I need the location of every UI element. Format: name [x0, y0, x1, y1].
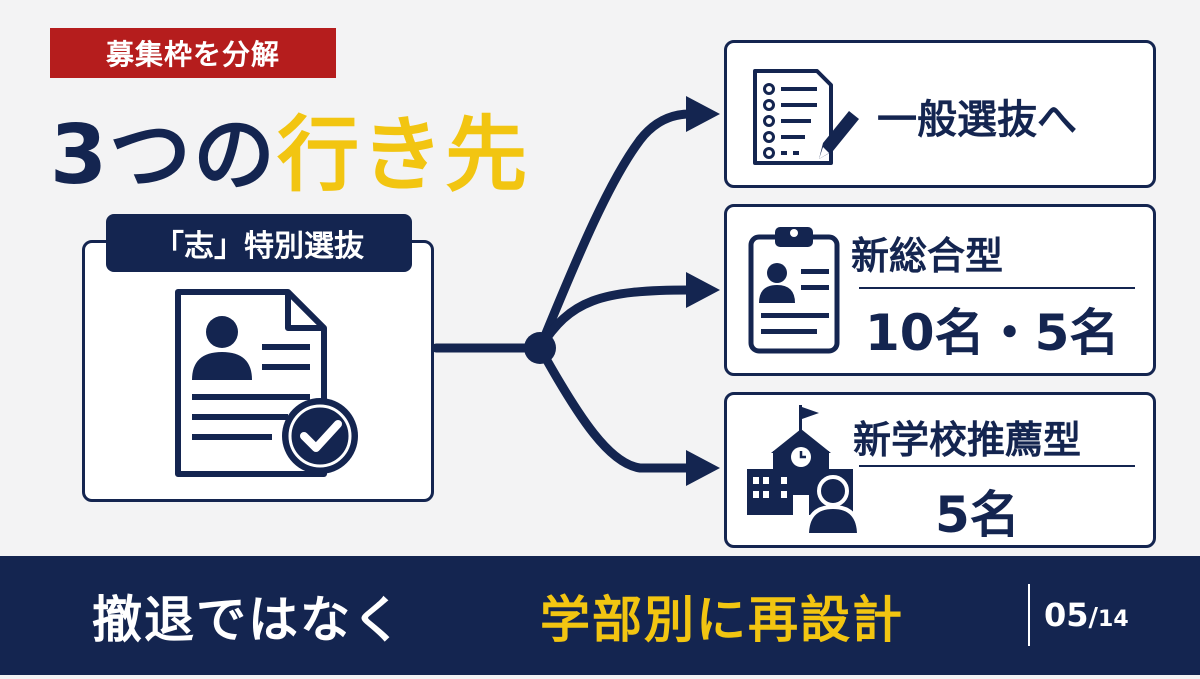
page-total: 14 — [1098, 607, 1129, 632]
checklist-pencil-icon — [753, 69, 859, 165]
destination-name: 新学校推薦型 — [853, 418, 1082, 462]
card-divider — [859, 465, 1135, 467]
section-tag: 募集枠を分解 — [50, 28, 336, 78]
destination-count: 10名・5名 — [865, 304, 1120, 362]
page-current: 05 — [1044, 596, 1089, 634]
page-slash: / — [1088, 603, 1099, 633]
page-title: 3つの行き先 — [50, 92, 529, 203]
footer-highlight: 学部別に再設計 — [540, 590, 904, 649]
destination-name: 一般選抜へ — [877, 97, 1077, 143]
page-indicator: 05/14 — [1044, 556, 1129, 675]
title-highlight: 行き先 — [277, 107, 530, 203]
footer-statement: 撤退ではなく — [92, 590, 404, 649]
card-divider — [859, 287, 1135, 289]
destination-card-general: 一般選抜へ — [724, 40, 1156, 188]
destination-card-school: 新学校推薦型 5名 — [724, 392, 1156, 548]
title-prefix: 3つの — [50, 107, 278, 203]
destination-name: 新総合型 — [851, 234, 1004, 278]
footer-banner: 撤退ではなく 学部別に再設計 05/14 — [0, 556, 1200, 675]
clipboard-profile-icon — [748, 227, 840, 354]
school-building-person-icon — [747, 405, 862, 537]
footer-separator — [1028, 584, 1030, 646]
destination-count: 5名 — [935, 486, 1020, 544]
document-person-check-icon — [175, 289, 358, 477]
destination-card-comprehensive: 新総合型 10名・5名 — [724, 204, 1156, 376]
source-label: 「志」特別選抜 — [106, 214, 412, 272]
